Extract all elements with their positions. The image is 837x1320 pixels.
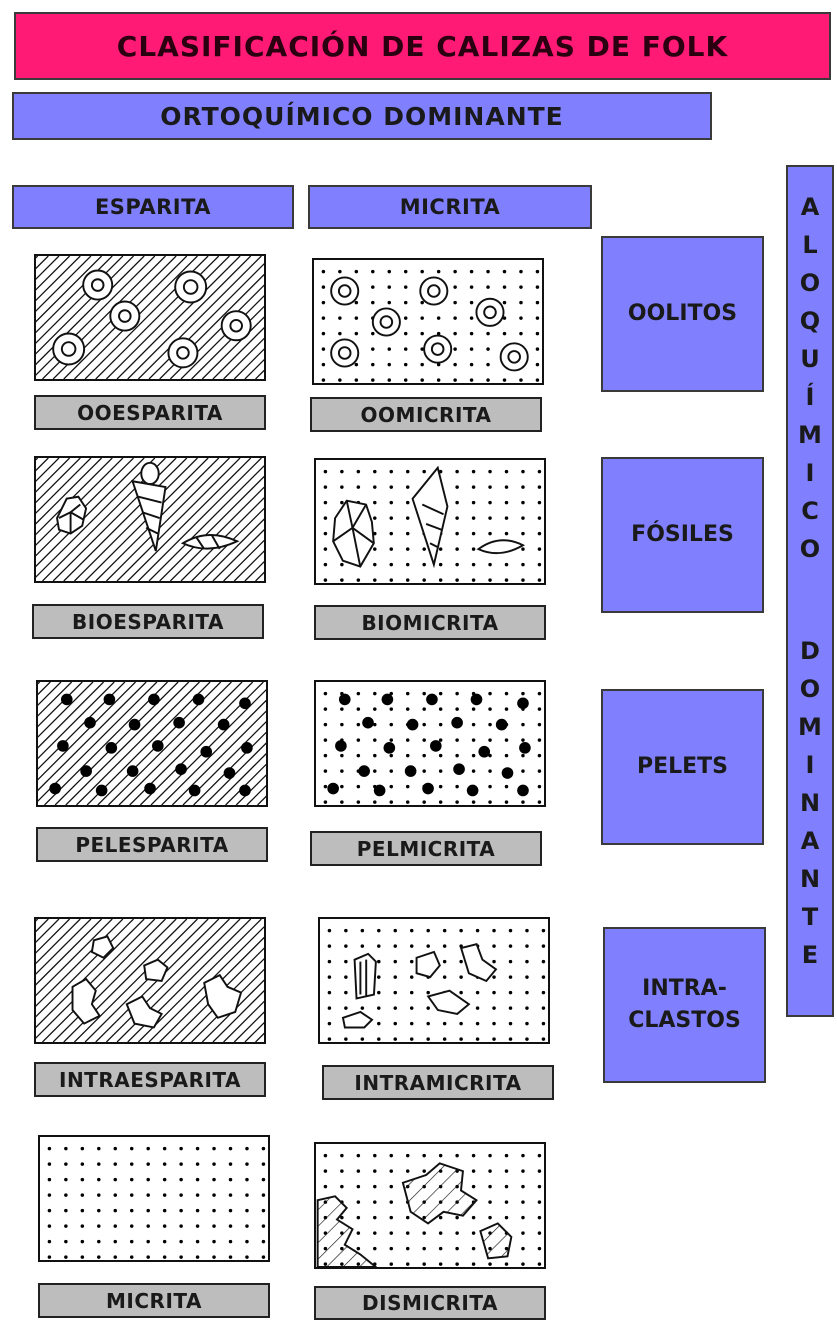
ooesparita-illustration: [36, 256, 264, 379]
label-intramicrita: INTRAMICRITA: [322, 1065, 554, 1100]
label-intramicrita-text: INTRAMICRITA: [354, 1071, 521, 1095]
label-pelmicrita-text: PELMICRITA: [357, 837, 496, 861]
vertical-letter: D: [788, 637, 832, 665]
label-oomicrita-text: OOMICRITA: [361, 403, 492, 427]
diagram-title: CLASIFICACIÓN DE CALIZAS DE FOLK: [14, 12, 831, 80]
label-biomicrita: BIOMICRITA: [314, 605, 546, 640]
label-ooesparita: OOESPARITA: [34, 395, 266, 430]
column-header-micrita-text: MICRITA: [400, 195, 501, 219]
label-ooesparita-text: OOESPARITA: [77, 401, 223, 425]
panel-pelesparita: [36, 680, 268, 807]
biomicrita-illustration: [316, 460, 544, 583]
row-header-pelets: PELETS: [601, 689, 764, 845]
row-header-oolitos-text: OOLITOS: [628, 298, 737, 330]
label-oomicrita: OOMICRITA: [310, 397, 542, 432]
ortochemical-header-text: ORTOQUÍMICO DOMINANTE: [160, 102, 564, 131]
label-dismicrita: DISMICRITA: [314, 1286, 546, 1320]
row-header-fosiles: FÓSILES: [601, 457, 764, 613]
dismicrita-illustration: [316, 1144, 544, 1267]
vertical-letter: O: [788, 675, 832, 703]
pelmicrita-illustration: [316, 682, 544, 805]
micrita-illustration: [40, 1137, 268, 1260]
bioesparita-illustration: [36, 458, 264, 581]
vertical-letter: N: [788, 865, 832, 893]
column-header-esparita-text: ESPARITA: [95, 195, 211, 219]
panel-oomicrita: [312, 258, 544, 385]
diagram-title-text: CLASIFICACIÓN DE CALIZAS DE FOLK: [117, 30, 728, 63]
intramicrita-illustration: [320, 919, 548, 1042]
label-pelesparita-text: PELESPARITA: [75, 833, 228, 857]
vertical-letter: O: [788, 535, 832, 563]
column-header-esparita: ESPARITA: [12, 185, 294, 229]
label-micrita-text: MICRITA: [106, 1289, 202, 1313]
vertical-letter: C: [788, 497, 832, 525]
row-header-pelets-text: PELETS: [637, 751, 728, 783]
vertical-letter: T: [788, 903, 832, 931]
vertical-letter: E: [788, 941, 832, 969]
panel-micrita: [38, 1135, 270, 1262]
panel-dismicrita: [314, 1142, 546, 1269]
label-bioesparita: BIOESPARITA: [32, 604, 264, 639]
label-biomicrita-text: BIOMICRITA: [361, 611, 498, 635]
panel-pelmicrita: [314, 680, 546, 807]
row-header-intraclastos-line1: INTRA-: [642, 973, 727, 1005]
label-dismicrita-text: DISMICRITA: [362, 1291, 498, 1315]
label-intraesparita-text: INTRAESPARITA: [59, 1068, 241, 1092]
allochemical-dominant-bar: A L O Q U Í M I C O D O M I N A N T E: [786, 165, 834, 1017]
pelesparita-illustration: [38, 682, 266, 805]
label-intraesparita: INTRAESPARITA: [34, 1062, 266, 1097]
vertical-letter: Í: [788, 383, 832, 411]
label-pelesparita: PELESPARITA: [36, 827, 268, 862]
vertical-letter: N: [788, 789, 832, 817]
row-header-fosiles-text: FÓSILES: [631, 519, 734, 551]
vertical-letter: A: [788, 827, 832, 855]
vertical-letter: A: [788, 193, 832, 221]
row-header-intraclastos: INTRA- CLASTOS: [603, 927, 766, 1083]
vertical-letter: M: [788, 713, 832, 741]
column-header-micrita: MICRITA: [308, 185, 592, 229]
row-header-intraclastos-line2: CLASTOS: [628, 1005, 741, 1037]
vertical-letter: M: [788, 421, 832, 449]
panel-biomicrita: [314, 458, 546, 585]
vertical-letter: U: [788, 345, 832, 373]
panel-intramicrita: [318, 917, 550, 1044]
panel-ooesparita: [34, 254, 266, 381]
panel-bioesparita: [34, 456, 266, 583]
row-header-oolitos: OOLITOS: [601, 236, 764, 392]
label-pelmicrita: PELMICRITA: [310, 831, 542, 866]
panel-intraesparita: [34, 917, 266, 1044]
vertical-letter: O: [788, 269, 832, 297]
vertical-letter: I: [788, 459, 832, 487]
oomicrita-illustration: [314, 260, 542, 383]
label-micrita: MICRITA: [38, 1283, 270, 1318]
ortochemical-header: ORTOQUÍMICO DOMINANTE: [12, 92, 712, 140]
vertical-letter: I: [788, 751, 832, 779]
intraesparita-illustration: [36, 919, 264, 1042]
label-bioesparita-text: BIOESPARITA: [72, 610, 224, 634]
vertical-letter: L: [788, 231, 832, 259]
vertical-letter: Q: [788, 307, 832, 335]
